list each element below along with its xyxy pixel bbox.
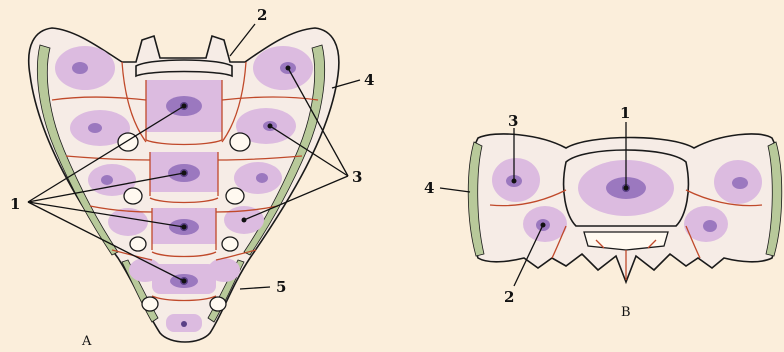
label-a-5: 5 — [276, 278, 286, 296]
label-a-3: 3 — [352, 168, 362, 186]
caption-b: B — [621, 305, 631, 320]
right-lateral-zone-5 — [208, 258, 240, 282]
right-lateral-core-3 — [256, 173, 268, 183]
right-arch-core-b — [703, 220, 717, 232]
left-lateral-core-3 — [101, 175, 113, 185]
caption-a: A — [81, 334, 92, 349]
panel-b-s1-superior: 1 3 4 2 B — [424, 104, 782, 320]
label-b-1: 1 — [620, 104, 630, 122]
label-b-2: 2 — [504, 288, 514, 306]
label-a-1: 1 — [10, 195, 20, 213]
right-lateral-core-b — [732, 177, 748, 189]
label-b-4: 4 — [424, 179, 434, 197]
panel-a-sacrum: 1 2 3 4 5 A — [10, 6, 374, 349]
label-a-2: 2 — [257, 6, 267, 24]
left-ala-core-2 — [88, 123, 102, 133]
left-ala-core-1 — [72, 62, 88, 74]
label-a-4: 4 — [364, 71, 374, 89]
label-b-3: 3 — [508, 112, 518, 130]
s5-body-center — [181, 321, 187, 327]
